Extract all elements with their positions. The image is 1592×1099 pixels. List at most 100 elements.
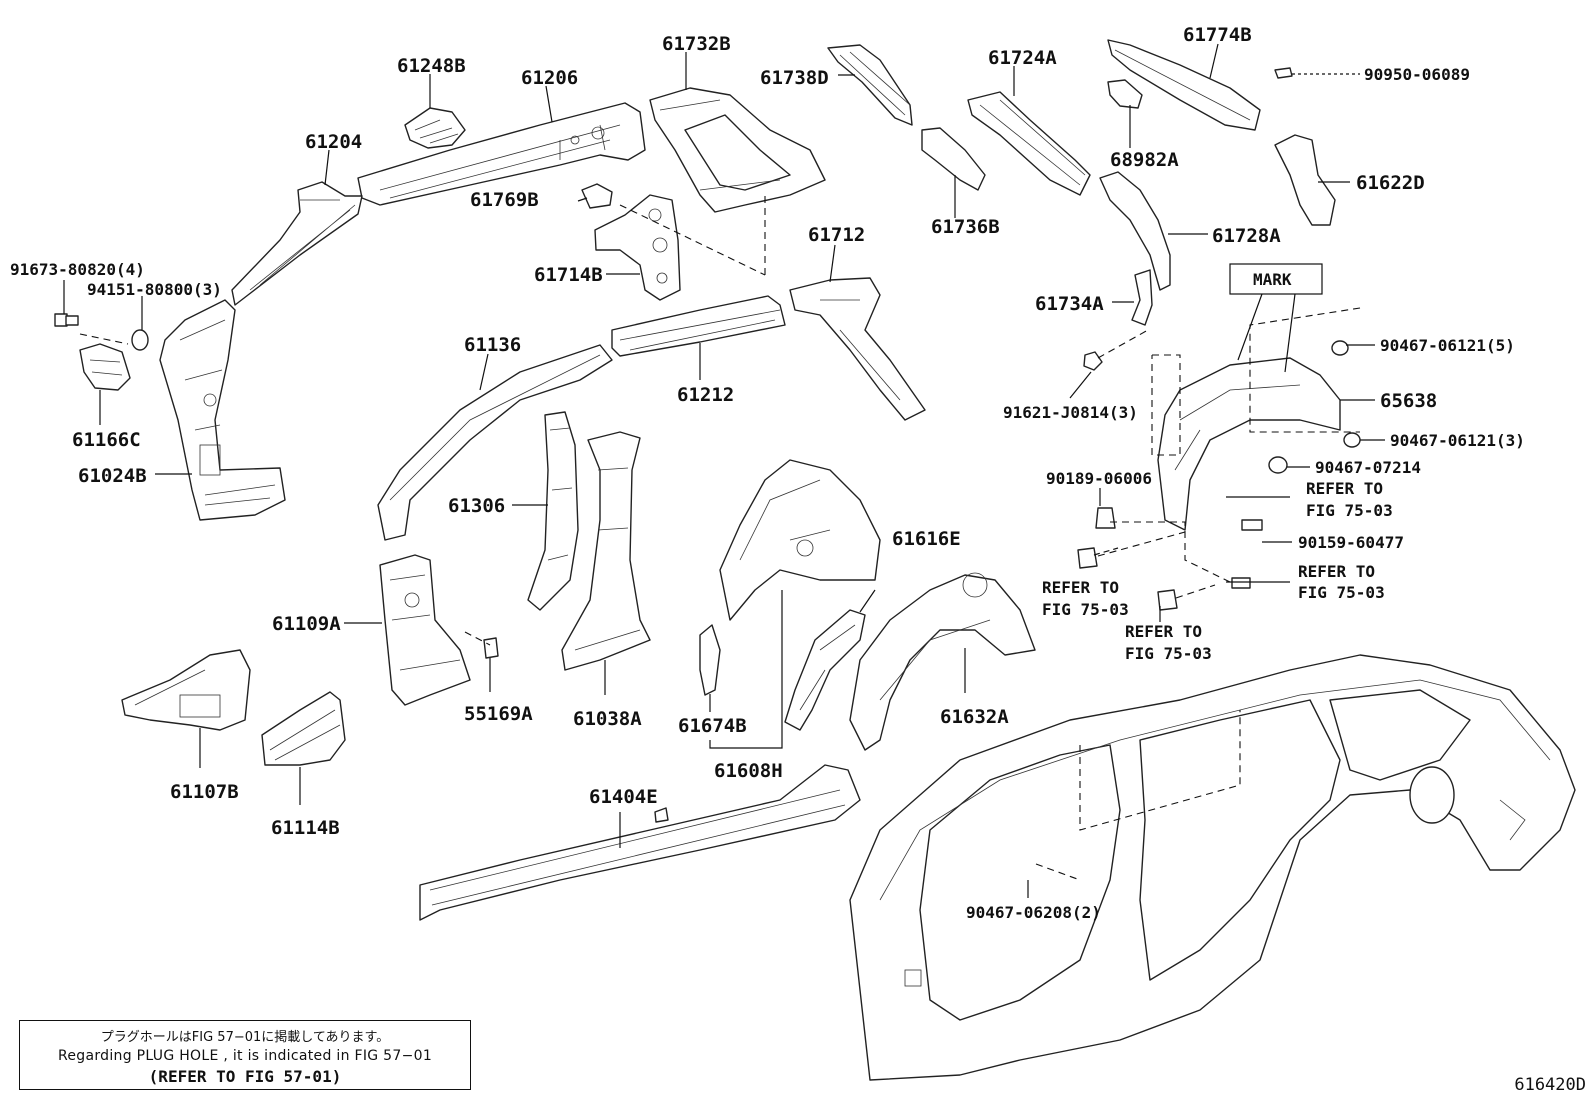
part-61714B-shape — [594, 194, 681, 301]
part-61114B-shape — [261, 691, 346, 766]
part-61728A-shape — [1099, 171, 1171, 291]
part-61712-shape — [789, 277, 926, 421]
label-refer2-line1: REFER TO — [1298, 562, 1375, 581]
fastener-90159-shape — [1241, 519, 1263, 531]
fastener-refer3-shape — [1157, 589, 1178, 611]
label-90467-06208: 90467-06208(2) — [966, 903, 1101, 922]
label-61734A: 61734A — [1035, 293, 1104, 315]
label-61728A: 61728A — [1212, 225, 1281, 247]
clip-90950-shape — [1274, 67, 1293, 79]
label-61212: 61212 — [677, 384, 734, 406]
label-91621-J0814: 91621-J0814(3) — [1003, 403, 1138, 422]
part-61306-shape — [527, 411, 579, 611]
label-61114B: 61114B — [271, 817, 340, 839]
label-61166C: 61166C — [72, 429, 141, 451]
nut-94151-shape — [131, 329, 149, 351]
note-english: Regarding PLUG HOLE , it is indicated in… — [57, 1048, 433, 1064]
label-61136: 61136 — [464, 334, 521, 356]
label-55169A: 55169A — [464, 703, 533, 725]
label-61632A: 61632A — [940, 706, 1009, 728]
note-reference: (REFER TO FIG 57-01) — [148, 1067, 342, 1086]
label-61107B: 61107B — [170, 781, 239, 803]
label-61404E: 61404E — [589, 786, 658, 808]
label-68982A: 68982A — [1110, 149, 1179, 171]
note-japanese: プラグホールはFIG 57−01に掲載してあります。 — [100, 1030, 390, 1045]
label-61714B: 61714B — [534, 264, 603, 286]
label-65638: 65638 — [1380, 390, 1437, 412]
bolt-91621-shape — [1083, 351, 1103, 371]
label-90467-07214: 90467-07214 — [1315, 458, 1421, 477]
part-61404E-shape — [419, 764, 861, 921]
label-61616E: 61616E — [892, 528, 961, 550]
part-68982A-shape — [1107, 79, 1143, 109]
label-61206: 61206 — [521, 67, 578, 89]
label-90467-06121-3: 90467-06121(3) — [1390, 431, 1525, 450]
label-61724A: 61724A — [988, 47, 1057, 69]
label-90950-06089: 90950-06089 — [1364, 65, 1470, 84]
fastener-90467-07214-shape — [1268, 456, 1288, 474]
fastener-refer2-shape — [1077, 547, 1098, 569]
part-61734A-shape — [1131, 269, 1153, 326]
part-61038A-shape — [561, 431, 651, 671]
part-55169A-shape — [483, 637, 499, 659]
label-refer4-line2: FIG 75-03 — [1125, 644, 1212, 663]
part-61109A-shape — [379, 554, 471, 706]
label-61109A: 61109A — [272, 613, 341, 635]
fastener-90467-06121-3-shape — [1343, 432, 1361, 448]
part-61608H-shape — [719, 459, 881, 621]
label-refer3-line1: REFER TO — [1042, 578, 1119, 597]
label-61712: 61712 — [808, 224, 865, 246]
part-61769B-shape — [581, 183, 613, 209]
label-refer4-line1: REFER TO — [1125, 622, 1202, 641]
label-mark: MARK — [1253, 270, 1292, 289]
label-91673-80820: 91673-80820(4) — [10, 260, 145, 279]
fastener-90467-06121-5-shape — [1331, 340, 1349, 356]
part-61107B-shape — [121, 649, 251, 731]
label-61769B: 61769B — [470, 189, 539, 211]
mark-callout — [1229, 263, 1323, 373]
part-61024B-shape — [159, 299, 286, 521]
part-61212-shape — [611, 295, 786, 357]
fastener-90189-shape — [1095, 507, 1116, 529]
label-94151-80800: 94151-80800(3) — [87, 280, 222, 299]
label-refer3-line2: FIG 75-03 — [1042, 600, 1129, 619]
part-61136-shape — [377, 344, 613, 541]
label-61622D: 61622D — [1356, 172, 1425, 194]
label-61204: 61204 — [305, 131, 362, 153]
part-61204-shape — [231, 181, 363, 306]
label-refer1-line1: REFER TO — [1306, 479, 1383, 498]
part-61736B-shape — [921, 127, 986, 191]
label-61738D: 61738D — [760, 67, 829, 89]
label-61736B: 61736B — [931, 216, 1000, 238]
label-61038A: 61038A — [573, 708, 642, 730]
label-61774B: 61774B — [1183, 24, 1252, 46]
label-61674B: 61674B — [678, 715, 747, 737]
assembly-dashes — [79, 195, 1361, 881]
fastener-refer4-shape — [1231, 577, 1251, 589]
part-61724A-shape — [967, 91, 1091, 196]
part-61622D-shape — [1274, 134, 1336, 226]
bolt-91673-shape — [54, 313, 79, 327]
label-61608H: 61608H — [714, 760, 783, 782]
part-61166C-shape — [79, 343, 131, 391]
part-61674B-shape — [699, 624, 721, 696]
part-61774B-shape — [1107, 39, 1261, 131]
part-61738D-shape — [827, 44, 913, 126]
label-61306: 61306 — [448, 495, 505, 517]
part-61632A-shape — [849, 572, 1036, 751]
part-labels: 61248B 61206 61732B 61738D 61724A 61774B… — [10, 24, 1525, 922]
label-90467-06121-5: 90467-06121(5) — [1380, 336, 1515, 355]
part-61732B-shape — [649, 87, 826, 213]
plug-hole-note: プラグホールはFIG 57−01に掲載してあります。 Regarding PLU… — [19, 1020, 471, 1090]
label-61024B: 61024B — [78, 465, 147, 487]
part-61616E-shape — [784, 609, 866, 731]
figure-id: 616420D — [1514, 1075, 1586, 1095]
label-refer1-line2: FIG 75-03 — [1306, 501, 1393, 520]
body-side-panel-shape — [849, 654, 1576, 1081]
part-61206-shape — [357, 102, 646, 206]
label-61732B: 61732B — [662, 33, 731, 55]
label-61248B: 61248B — [397, 55, 466, 77]
label-refer2-line2: FIG 75-03 — [1298, 583, 1385, 602]
leader-lines — [63, 43, 1385, 898]
